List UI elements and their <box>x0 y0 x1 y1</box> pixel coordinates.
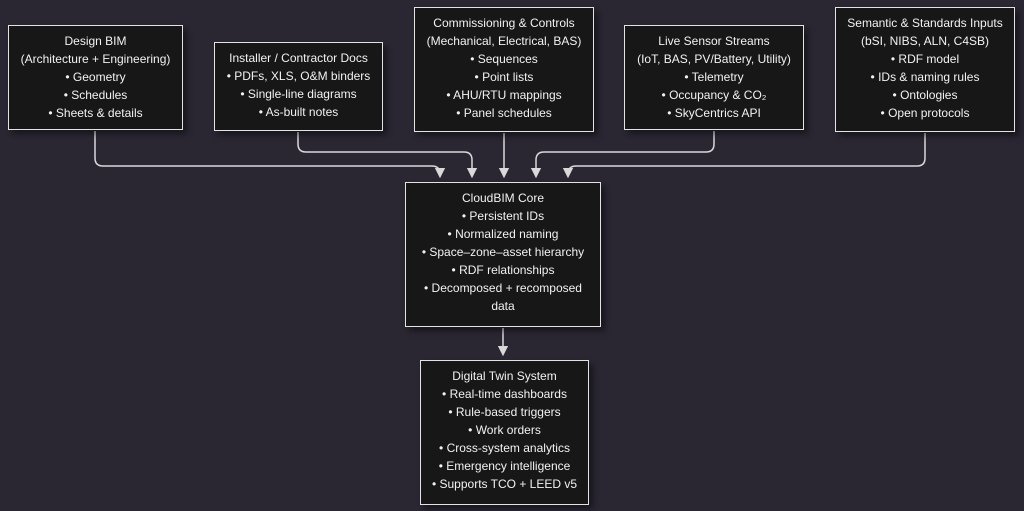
node-title: Commissioning & Controls <box>433 16 575 30</box>
bullet-line: • SkyCentrics API <box>667 106 761 120</box>
bullet-line: • Point lists <box>474 70 534 84</box>
connector-design-bim-to-core <box>94 131 446 179</box>
connector-installer-docs-to-core <box>297 132 478 179</box>
node-title: Digital Twin System <box>452 369 557 383</box>
node-title: Design BIM <box>64 34 127 48</box>
bullet-line: • IDs & naming rules <box>870 70 980 84</box>
node-bullet-list: • Real-time dashboards • Rule-based trigg… <box>427 385 582 493</box>
bullet-line: • Ontologies <box>892 88 958 102</box>
node-bullet-list: • Persistent IDs • Normalized naming • Spa… <box>412 207 594 315</box>
bullet-line: • RDF relationships <box>451 263 555 277</box>
bullet-line: • Occupancy & CO₂ <box>661 88 767 102</box>
bullet-line: • AHU/RTU mappings <box>446 88 562 102</box>
bullet-line: • Cross-system analytics <box>439 441 570 455</box>
node-subtitle: (Architecture + Engineering) <box>20 52 171 66</box>
node-digital-twin: Digital Twin System • Real-time dashboar… <box>420 360 589 505</box>
bullet-line: • Sequences <box>470 52 538 66</box>
bullet-line: • Real-time dashboards <box>442 387 567 401</box>
node-subtitle: (IoT, BAS, PV/Battery, Utility) <box>637 52 791 66</box>
node-installer-docs: Installer / Contractor Docs • PDFs, XLS,… <box>214 42 383 131</box>
bullet-line: • Persistent IDs <box>461 209 545 223</box>
node-title: Installer / Contractor Docs <box>229 51 368 65</box>
bullet-line: • Geometry <box>65 70 126 84</box>
node-subtitle: (bSI, NIBS, ALN, C4SB) <box>860 34 990 48</box>
bullet-line: • Work orders <box>468 423 541 437</box>
bullet-line: • Telemetry <box>684 70 744 84</box>
node-bullet-list: • Geometry • Schedules • Sheets & details <box>15 68 176 122</box>
bullet-line: • As-built notes <box>258 105 339 119</box>
node-design-bim: Design BIM (Architecture + Engineering) … <box>8 25 183 130</box>
bullet-line: • Sheets & details <box>48 106 143 120</box>
bullet-line: • Space–zone–asset hierarchy <box>421 245 585 259</box>
node-subtitle: (Mechanical, Electrical, BAS) <box>426 34 582 48</box>
bullet-line: • Decomposed + recomposed data <box>424 281 582 313</box>
node-bullet-list: • Telemetry • Occupancy & CO₂ • SkyCentric… <box>631 68 797 122</box>
bullet-line: • Single-line diagrams <box>240 87 357 101</box>
node-bullet-list: • RDF model • IDs & naming rules • Ontolog… <box>842 50 1008 122</box>
bullet-line: • PDFs, XLS, O&M binders <box>226 69 371 83</box>
node-cloudbim-core: CloudBIM Core • Persistent IDs • Normaliz… <box>405 182 601 327</box>
connector-semantic-inputs-to-core <box>562 133 926 179</box>
bullet-line: • Supports TCO + LEED v5 <box>431 477 578 491</box>
bullet-line: • Emergency intelligence <box>438 459 571 473</box>
bullet-line: • Schedules <box>63 88 128 102</box>
node-semantic-inputs: Semantic & Standards Inputs (bSI, NIBS, … <box>835 7 1015 132</box>
bullet-line: • Panel schedules <box>456 106 552 120</box>
bullet-line: • Normalized naming <box>447 227 559 241</box>
node-title: Semantic & Standards Inputs <box>847 16 1003 30</box>
node-commissioning: Commissioning & Controls (Mechanical, El… <box>414 7 594 132</box>
bullet-line: • RDF model <box>890 52 960 66</box>
node-bullet-list: • PDFs, XLS, O&M binders • Single-line di… <box>221 67 376 121</box>
node-title: CloudBIM Core <box>461 191 545 205</box>
bullet-line: • Rule-based triggers <box>448 405 561 419</box>
connector-live-sensors-to-core <box>530 131 715 179</box>
node-live-sensors: Live Sensor Streams (IoT, BAS, PV/Batter… <box>624 25 804 130</box>
node-title: Live Sensor Streams <box>658 34 770 48</box>
bullet-line: • Open protocols <box>880 106 970 120</box>
node-bullet-list: • Sequences • Point lists • AHU/RTU mappin… <box>421 50 587 122</box>
